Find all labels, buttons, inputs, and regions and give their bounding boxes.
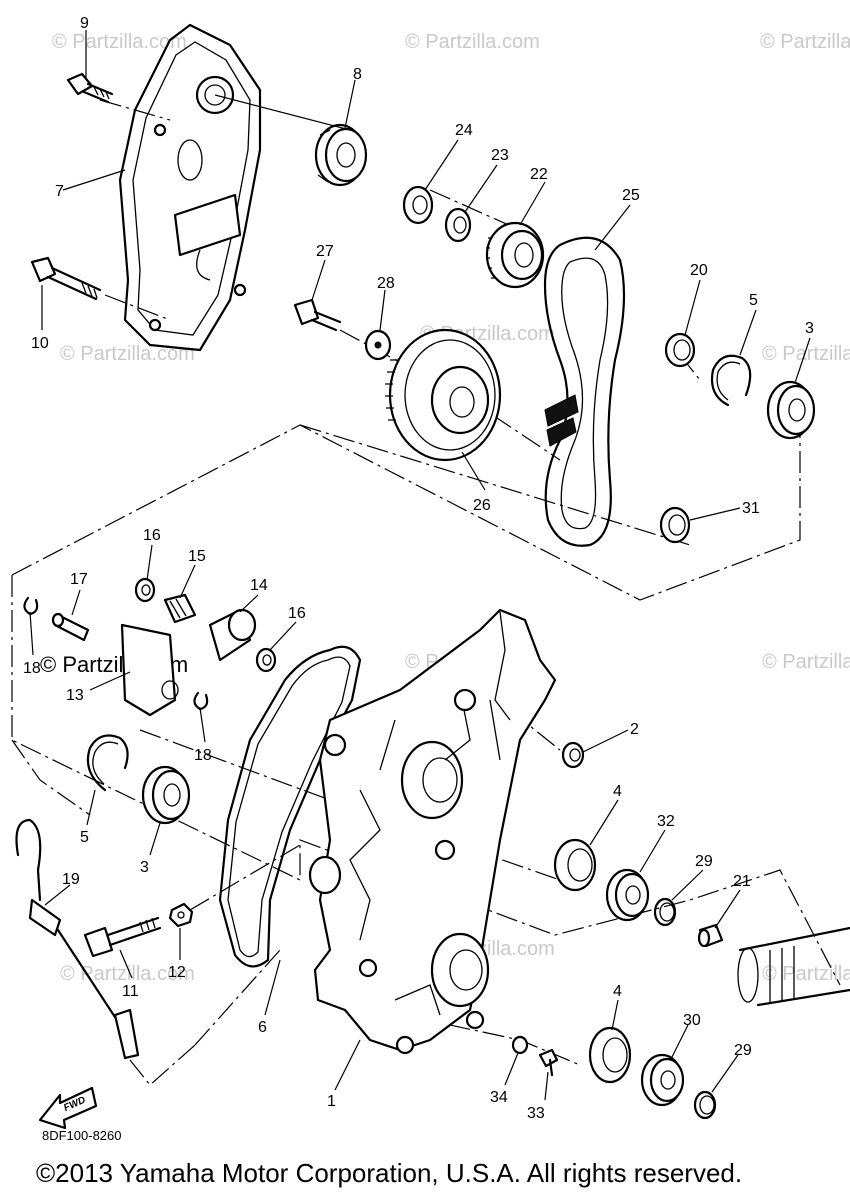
bearing-15 [163, 593, 197, 624]
callout-1: 1 [327, 1093, 336, 1110]
bolt-9 [66, 72, 114, 104]
lower-shaft-boss [430, 932, 490, 1008]
fwd-arrow-icon [38, 1086, 98, 1130]
circlip-5-upper [710, 354, 752, 407]
callout-17: 17 [70, 571, 88, 588]
callout-16: 16 [288, 605, 306, 622]
pin-17 [51, 612, 90, 642]
oil-seal-4-lower [588, 1026, 632, 1084]
callout-12: 12 [168, 964, 186, 981]
bearing-3-upper [766, 380, 816, 440]
circlip-5-lower [86, 734, 129, 792]
drive-shaft-end [737, 926, 850, 1007]
bearing-30 [640, 1053, 685, 1107]
callout-20: 20 [690, 262, 708, 279]
circlip-29-lower [693, 1090, 717, 1120]
tensioner-arm-13 [120, 623, 179, 717]
oil-seal-4-upper [553, 838, 597, 892]
callout-30: 30 [683, 1012, 701, 1029]
callout-34: 34 [490, 1089, 508, 1106]
watermark: © Partzilla.com [60, 343, 195, 365]
copyright-notice: ©2013 Yamaha Motor Corporation, U.S.A. A… [36, 1158, 743, 1188]
callout-4: 4 [613, 783, 622, 800]
upper-shaft-boss [400, 740, 464, 820]
sprocket-26 [385, 328, 502, 462]
watermark: © Partzilla.com [760, 31, 850, 53]
callout-29: 29 [734, 1042, 752, 1059]
callout-7: 7 [55, 183, 64, 200]
callout-14: 14 [250, 577, 268, 594]
bearing-32 [605, 868, 650, 922]
callout-33: 33 [527, 1105, 545, 1122]
diagram-code: 8DF100-8260 [42, 1128, 122, 1143]
upper-chain-case-cover [118, 23, 262, 352]
callout-6: 6 [258, 1019, 267, 1036]
callout-9: 9 [80, 15, 89, 32]
watermark: © Partzilla.com [762, 343, 850, 365]
forward-direction-arrow: FWD [38, 1086, 98, 1130]
sprocket-22 [485, 221, 545, 289]
callout-11: 11 [122, 983, 139, 1000]
callout-16: 16 [143, 527, 161, 544]
callout-numbers: 9 7 8 10 24 23 22 25 27 28 20 5 3 26 31 … [23, 15, 814, 1122]
collar-31 [659, 506, 691, 544]
bearing-3-lower [141, 765, 191, 825]
callout-26: 26 [473, 497, 491, 514]
washer-16-upper [134, 577, 156, 603]
callout-10: 10 [31, 335, 49, 352]
circlip-29-upper [653, 897, 677, 927]
callout-22: 22 [530, 166, 548, 183]
watermark: © Partzilla.com [52, 31, 187, 53]
callout-18: 18 [194, 747, 212, 764]
roller-14 [208, 608, 257, 662]
bolt-11 [83, 916, 162, 958]
callout-18: 18 [23, 660, 41, 677]
callout-25: 25 [622, 187, 640, 204]
callout-5: 5 [80, 829, 89, 846]
drive-chain-25 [543, 236, 626, 547]
callout-3: 3 [140, 859, 149, 876]
callout-4: 4 [613, 983, 622, 1000]
watermark: © Partzilla.com [762, 651, 850, 673]
bolt-10 [30, 256, 102, 301]
callout-29: 29 [695, 853, 713, 870]
oil-seal-24 [402, 185, 434, 225]
callout-24: 24 [455, 122, 473, 139]
callout-13: 13 [66, 687, 84, 704]
callout-8: 8 [353, 66, 362, 83]
callout-15: 15 [188, 548, 206, 565]
washer-28 [364, 329, 392, 361]
bolt-33 [538, 1048, 559, 1077]
plug-2 [561, 741, 585, 769]
watermark: © Partzilla.com [60, 963, 195, 985]
callout-3: 3 [805, 320, 814, 337]
dipstick-19 [15, 818, 140, 1060]
callout-28: 28 [377, 275, 395, 292]
bolt-27 [293, 298, 342, 332]
nut-12 [168, 902, 194, 928]
callout-32: 32 [657, 813, 675, 830]
collar-20 [664, 332, 696, 368]
washer-23 [444, 207, 472, 243]
watermark: © Partzilla.com [762, 963, 850, 985]
knock-pin-21 [697, 923, 724, 948]
main-chain-case-1 [308, 608, 557, 1055]
callout-23: 23 [491, 147, 509, 164]
callout-19: 19 [62, 871, 80, 888]
callout-2: 2 [630, 721, 639, 738]
leader-lines [29, 30, 811, 1101]
circlip-18-lower [193, 691, 209, 711]
circlip-18-upper [23, 596, 39, 616]
washer-34 [511, 1035, 529, 1055]
callout-21: 21 [733, 873, 751, 890]
washer-16-lower [255, 647, 277, 673]
callout-5: 5 [749, 292, 758, 309]
watermark: © Partzilla.com [405, 31, 540, 53]
bearing-8 [314, 123, 368, 187]
callout-27: 27 [316, 243, 334, 260]
callout-31: 31 [742, 500, 760, 517]
gasket-6 [218, 645, 362, 968]
